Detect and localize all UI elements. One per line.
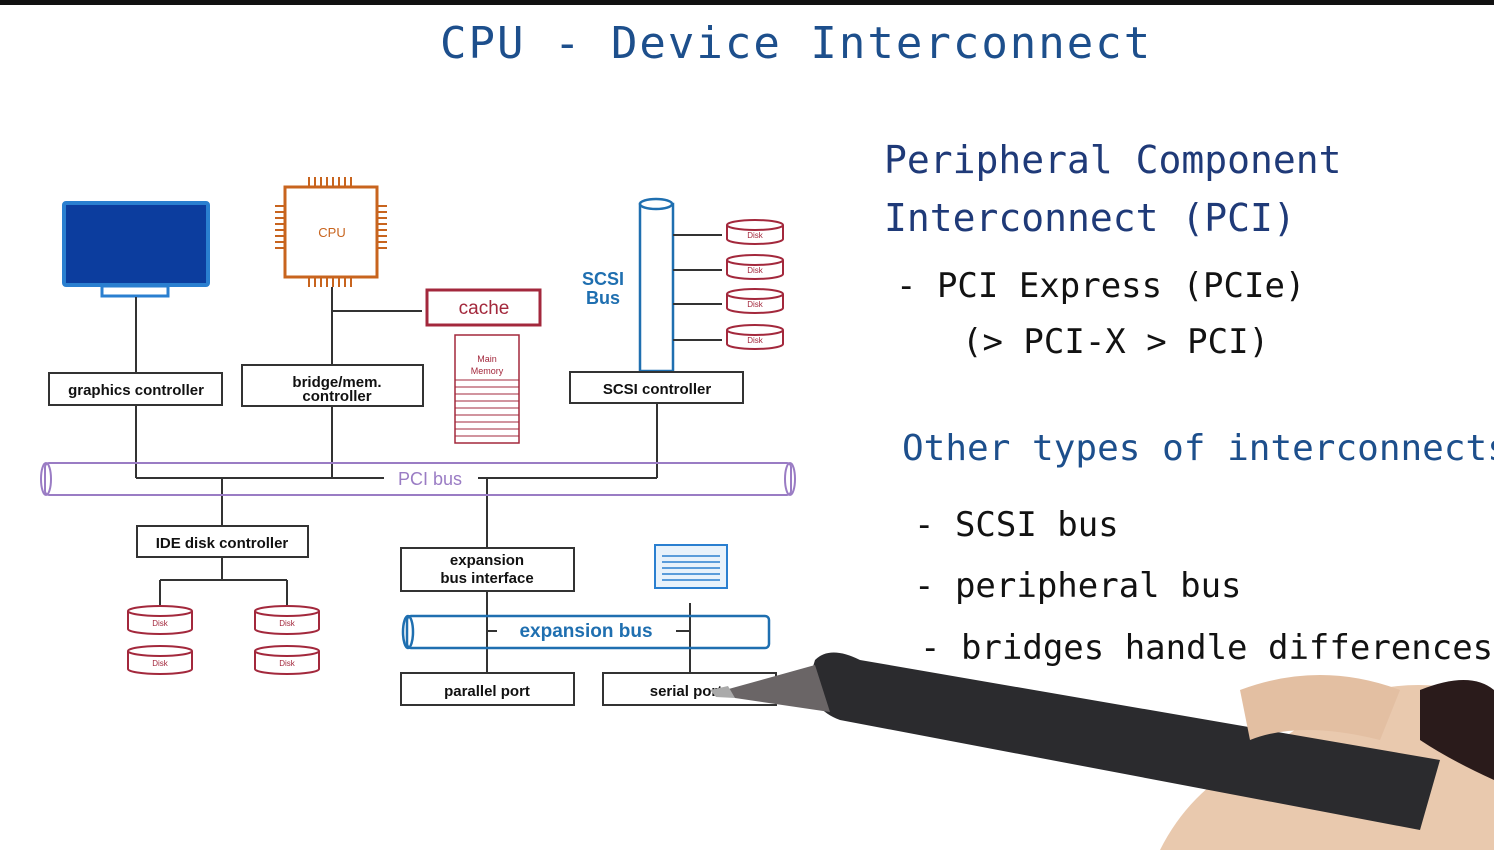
bridge-label-1: bridge/mem.: [292, 374, 381, 391]
ide-disk-2: Disk: [127, 645, 193, 675]
ide-disk-1: Disk: [127, 605, 193, 635]
ide-controller-label: IDE disk controller: [156, 535, 289, 552]
pci-bus-label: PCI bus: [398, 469, 462, 489]
scsi-bus-label-2: Bus: [586, 288, 620, 308]
pci-bus-cylinder: [40, 462, 796, 496]
note-item-3: - bridges handle differences: [920, 628, 1494, 668]
other-types-heading: Other types of interconnects: [902, 428, 1494, 469]
pci-heading-line-1: Peripheral Component: [884, 138, 1342, 182]
page-title: CPU - Device Interconnect: [440, 18, 1153, 69]
pen-icon: [710, 652, 1494, 850]
cpu-label: CPU: [318, 225, 345, 240]
disk-label: Disk: [152, 619, 169, 628]
disk-label: Disk: [747, 231, 764, 240]
expansion-bus-cylinder: [401, 614, 771, 650]
cache-box: [425, 288, 542, 327]
main-memory-label-2: Memory: [471, 366, 504, 376]
pci-heading-line-2: Interconnect (PCI): [884, 196, 1296, 240]
graphics-controller-label: graphics controller: [68, 382, 204, 399]
scsi-disk-4: Disk: [726, 324, 784, 350]
cpu-chip-icon: CPU: [275, 177, 387, 287]
ide-disk-3: Disk: [254, 605, 320, 635]
disk-label: Disk: [747, 266, 764, 275]
scsi-bus-label-1: SCSI: [582, 269, 624, 289]
main-memory-icon: Main Memory: [454, 334, 520, 444]
cache-label: cache: [459, 298, 510, 319]
bridge-controller-box: [241, 364, 424, 407]
scsi-bus-cylinder: [638, 197, 675, 373]
serial-port-label: serial port: [650, 683, 723, 700]
expansion-bus-label: expansion bus: [519, 621, 652, 642]
expansion-interface-label-2: bus interface: [440, 570, 533, 587]
scsi-disk-2: Disk: [726, 254, 784, 280]
main-memory-label-1: Main: [477, 354, 497, 364]
parallel-port-label: parallel port: [444, 683, 530, 700]
scsi-controller-label: SCSI controller: [603, 381, 712, 398]
disk-label: Disk: [747, 300, 764, 309]
note-item-2: - peripheral bus: [914, 566, 1242, 606]
disk-label: Disk: [279, 619, 296, 628]
note-item-1: - SCSI bus: [914, 505, 1119, 545]
pcie-line: - PCI Express (PCIe): [896, 266, 1306, 306]
disk-label: Disk: [747, 336, 764, 345]
scsi-disk-1: Disk: [726, 219, 784, 245]
serial-device-icon: [654, 544, 728, 589]
parallel-port-box: [400, 672, 575, 706]
monitor-icon: [62, 201, 210, 298]
scsi-disk-3: Disk: [726, 288, 784, 314]
bridge-label-2: controller: [302, 388, 371, 405]
top-border: [0, 0, 1494, 5]
pcie-compare-line: (> PCI-X > PCI): [962, 322, 1270, 362]
expansion-interface-label-1: expansion: [450, 552, 524, 569]
disk-label: Disk: [279, 659, 296, 668]
ide-disk-4: Disk: [254, 645, 320, 675]
disk-label: Disk: [152, 659, 169, 668]
